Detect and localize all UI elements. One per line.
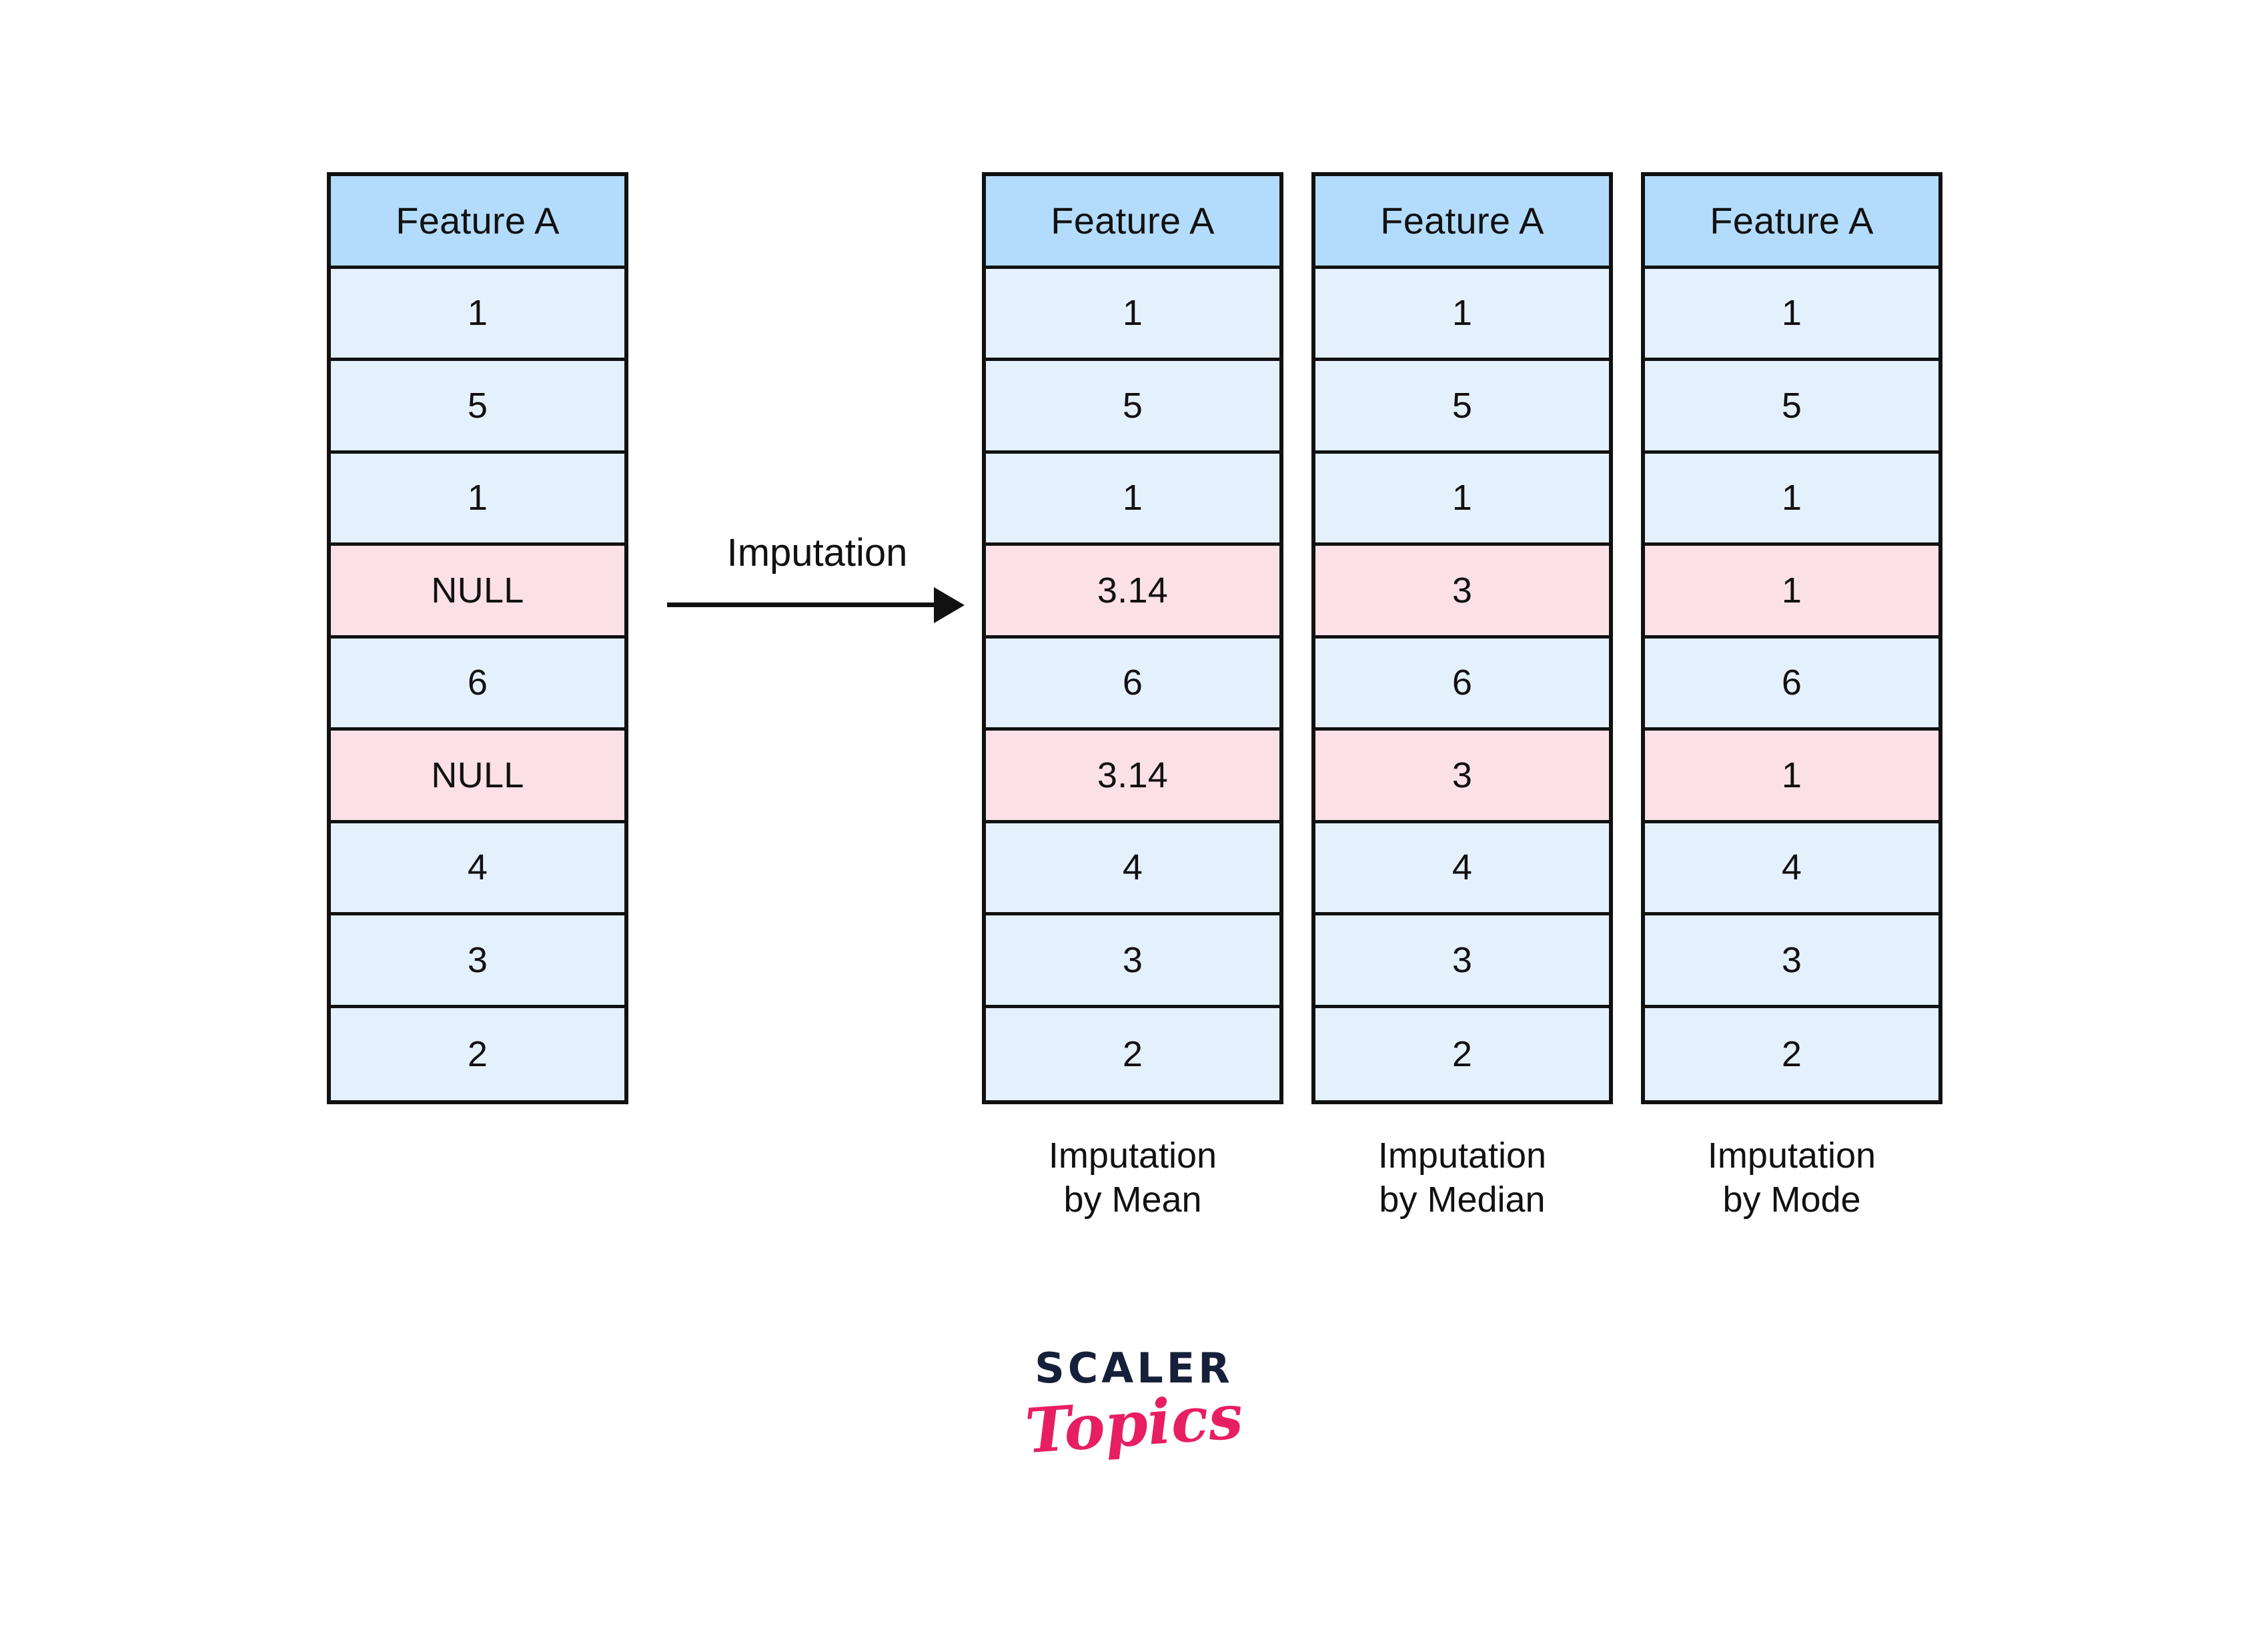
table-cell: 1 <box>1645 453 1938 546</box>
table-cell-highlighted: 3.14 <box>986 731 1279 823</box>
table-cell: 6 <box>986 638 1279 731</box>
mode-caption-line2: by Mode <box>1722 1179 1861 1220</box>
table-cell: 2 <box>1645 1007 1938 1100</box>
median-caption-line2: by Median <box>1379 1179 1546 1220</box>
table-cell: 4 <box>331 823 624 915</box>
table-cell: 1 <box>986 453 1279 546</box>
table-cell: 6 <box>1645 638 1938 731</box>
table-cell: 6 <box>331 638 624 731</box>
median-table-caption: Imputation by Median <box>1311 1134 1613 1222</box>
table-cell: 1 <box>1315 268 1609 361</box>
table-cell-highlighted: 1 <box>1645 731 1938 823</box>
table-cell: 1 <box>1315 453 1609 546</box>
table-cell: 5 <box>1315 361 1609 454</box>
table-cell: 2 <box>1315 1007 1609 1100</box>
table-cell: 3 <box>331 915 624 1008</box>
arrow-line <box>667 602 937 607</box>
table-cell: 4 <box>1315 823 1609 915</box>
table-cell: 2 <box>986 1007 1279 1100</box>
table-cell: 5 <box>986 361 1279 454</box>
table-cell-highlighted: NULL <box>331 731 624 823</box>
table-cell: 4 <box>986 823 1279 915</box>
table-cell: 3 <box>1315 915 1609 1008</box>
table-cell-highlighted: 1 <box>1645 546 1938 639</box>
table-cell: 5 <box>331 361 624 454</box>
logo-primary-text: SCALER <box>1035 1344 1233 1392</box>
table-cell: 3 <box>1645 915 1938 1008</box>
table-cell-highlighted: NULL <box>331 546 624 639</box>
mode-caption-line1: Imputation <box>1707 1136 1876 1176</box>
column-header: Feature A <box>1315 176 1609 269</box>
mode-table-caption: Imputation by Mode <box>1641 1134 1942 1222</box>
imputation-arrow-group: Imputation <box>667 534 967 654</box>
column-header: Feature A <box>1645 176 1938 269</box>
table-cell: 6 <box>1315 638 1609 731</box>
imputation-arrow-label: Imputation <box>726 531 908 574</box>
logo-secondary-text: Topics <box>1023 1380 1245 1468</box>
median-caption-line1: Imputation <box>1377 1136 1547 1176</box>
mean-caption-line1: Imputation <box>1048 1136 1217 1176</box>
mean-table-caption: Imputation by Mean <box>982 1134 1283 1222</box>
table-cell: 1 <box>986 268 1279 361</box>
table-cell: 3 <box>986 915 1279 1008</box>
arrow-head-icon <box>934 587 965 623</box>
table-cell: 5 <box>1645 361 1938 454</box>
table-cell-highlighted: 3 <box>1315 546 1609 639</box>
scaler-topics-logo: SCALER Topics <box>934 1344 1334 1468</box>
table-cell: 2 <box>331 1007 624 1100</box>
mean-caption-line2: by Mean <box>1063 1179 1202 1220</box>
table-cell: 4 <box>1645 823 1938 915</box>
table-cell-highlighted: 3.14 <box>986 546 1279 639</box>
table-cell-highlighted: 3 <box>1315 731 1609 823</box>
column-header: Feature A <box>986 176 1279 269</box>
table-cell: 1 <box>1645 268 1938 361</box>
table-cell: 1 <box>331 453 624 546</box>
table-cell: 1 <box>331 268 624 361</box>
column-header: Feature A <box>331 176 624 269</box>
